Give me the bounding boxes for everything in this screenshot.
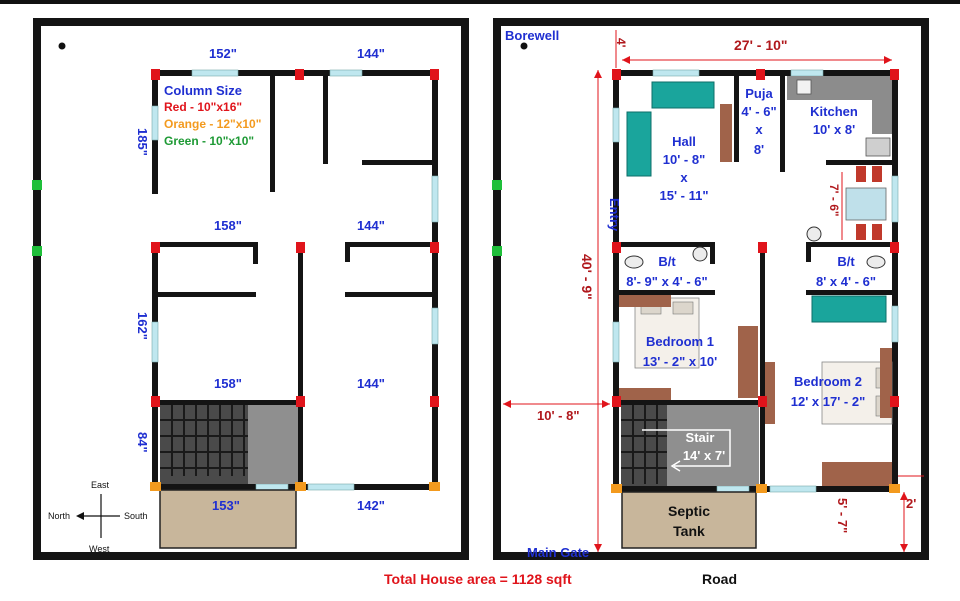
entry-label: Entry [607, 198, 622, 232]
dim-side-2: 162" [135, 312, 150, 340]
hall-length: 15' - 11" [659, 188, 708, 203]
hall-name: Hall [672, 134, 696, 149]
dim-bot-b: 142" [357, 498, 385, 513]
right-plan: Borewell 4' 27' - 10" 40' - 9" 7' - 6" 1… [492, 18, 929, 560]
dim-mid-a: 158" [214, 218, 242, 233]
puja-x: x [755, 122, 763, 137]
dim-mid-b: 144" [357, 218, 385, 233]
stair-size: 14' x 7' [683, 448, 725, 463]
bedroom1-name: Bedroom 1 [646, 334, 714, 349]
dim-low-a: 158" [214, 376, 242, 391]
dim-side-3: 84" [135, 432, 150, 453]
legend-red: Red - 10"x16" [164, 100, 242, 114]
dim-right-gap: 2' [906, 496, 916, 511]
compass-icon [76, 494, 120, 538]
dim-dining: 7' - 6" [827, 184, 841, 217]
puja-width: 4' - 6" [741, 104, 776, 119]
compass-north: North [48, 511, 70, 521]
legend-green: Green - 10"x10" [164, 134, 254, 148]
left-plan: Column Size Red - 10"x16" Orange - 12"x1… [32, 18, 469, 560]
bt1-name: B/t [658, 254, 676, 269]
bedroom2-name: Bedroom 2 [794, 374, 862, 389]
septic-name-2: Tank [673, 523, 705, 539]
puja-length: 8' [754, 142, 764, 157]
bedroom1-size: 13' - 2" x 10' [643, 354, 718, 369]
stair-name: Stair [686, 430, 715, 445]
compass-east: East [91, 480, 110, 490]
hall-x: x [680, 170, 688, 185]
compass-west: West [89, 544, 110, 554]
puja-name: Puja [745, 86, 773, 101]
bt2-name: B/t [837, 254, 855, 269]
bt2-size: 8' x 4' - 6" [816, 274, 876, 289]
dim-low-b: 144" [357, 376, 385, 391]
dim-width: 27' - 10" [734, 37, 788, 53]
dim-top-a: 152" [209, 46, 237, 61]
compass-south: South [124, 511, 148, 521]
legend-orange: Orange - 12"x10" [164, 117, 261, 131]
bedroom2-size: 12' x 17' - 2" [791, 394, 866, 409]
legend-title: Column Size [164, 83, 242, 98]
dim-height: 40' - 9" [579, 254, 595, 300]
kitchen-name: Kitchen [810, 104, 858, 119]
septic-name: Septic [668, 503, 710, 519]
bt1-size: 8'- 9" x 4' - 6" [626, 274, 707, 289]
dim-top-gap: 4' [614, 38, 628, 48]
road-label: Road [702, 571, 737, 587]
borewell-label: Borewell [505, 28, 559, 43]
main-gate-label: Main Gate [527, 545, 589, 560]
dim-side-1: 185" [135, 128, 150, 156]
dim-bot-a: 153" [212, 498, 240, 513]
dim-bottom-gap: 5' - 7" [835, 498, 850, 533]
hall-width: 10' - 8" [663, 152, 706, 167]
stair-arrow-icon [642, 429, 731, 472]
dim-top-b: 144" [357, 46, 385, 61]
total-area-caption: Total House area = 1128 sqft [384, 571, 572, 587]
dim-left-gap: 10' - 8" [537, 408, 580, 423]
kitchen-size: 10' x 8' [813, 122, 855, 137]
